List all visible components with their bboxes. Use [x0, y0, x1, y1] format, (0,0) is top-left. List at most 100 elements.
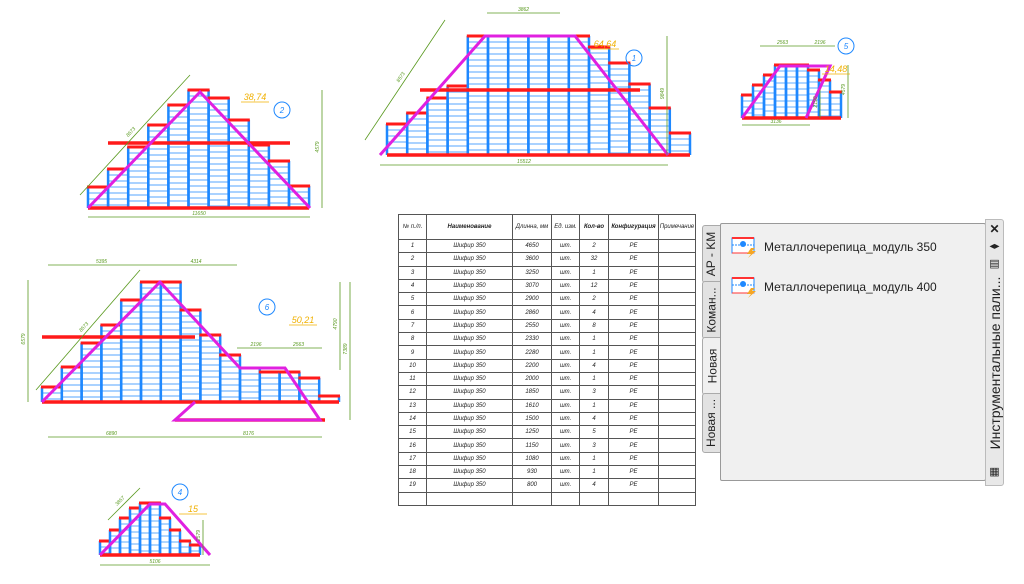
- tab-commands[interactable]: Коман...: [702, 281, 721, 339]
- table-cell: PE: [608, 425, 659, 440]
- dimension-text: 4314: [190, 259, 201, 265]
- table-cell: [658, 425, 696, 440]
- table-cell: Шифир 350: [426, 238, 513, 254]
- table-cell: [658, 332, 696, 347]
- roof-outline: [740, 64, 833, 119]
- close-icon[interactable]: ✕: [989, 222, 1000, 236]
- dimension-line: [35, 269, 141, 391]
- table-cell: PE: [608, 451, 659, 467]
- table-cell: 10: [398, 358, 427, 373]
- table-cell: 5: [398, 292, 427, 307]
- palette-item-module-350[interactable]: Металлочерепица_модуль 350: [731, 236, 937, 258]
- dimension-text: 2563: [292, 342, 304, 348]
- tab-novaya[interactable]: Новая: [702, 337, 721, 395]
- dimension-text: 7389: [343, 343, 349, 354]
- dimension-text: 3862: [518, 7, 529, 13]
- tab-label: AP - KM: [704, 231, 719, 277]
- table-cell: 930: [512, 465, 552, 480]
- table-cell: 2900: [512, 292, 552, 307]
- table-cell: Шифир 350: [426, 278, 513, 294]
- table-cell: 32: [579, 252, 609, 267]
- table-cell: PE: [608, 292, 659, 307]
- sheet-number-circle: [258, 298, 276, 316]
- table-cell: шт.: [551, 358, 580, 373]
- table-cell: Шифир 350: [426, 252, 513, 267]
- table-cell: 4: [579, 411, 609, 427]
- roof-outline: [86, 89, 312, 210]
- table-cell: шт.: [551, 265, 580, 280]
- palette-item-module-400[interactable]: Металлочерепица_модуль 400: [731, 276, 937, 298]
- dimension-text: 15512: [517, 159, 531, 165]
- table-cell: PE: [608, 252, 659, 267]
- table-cell: 2550: [512, 318, 552, 334]
- table-cell: 1: [398, 238, 427, 254]
- table-cell: Шифир 350: [426, 265, 513, 280]
- roof-outline: [378, 34, 670, 156]
- table-cell: 1: [579, 465, 609, 480]
- table-cell: [658, 451, 696, 467]
- table-cell: шт.: [551, 451, 580, 467]
- tab-label: Коман...: [704, 287, 719, 333]
- table-cell: PE: [608, 305, 659, 320]
- table-cell: [658, 438, 696, 453]
- table-cell: 2: [579, 292, 609, 307]
- table-cell: шт.: [551, 318, 580, 334]
- table-cell: PE: [608, 238, 659, 254]
- table-cell: 1: [579, 371, 609, 387]
- column-header: Кол-во: [579, 214, 609, 240]
- tab-ap-km[interactable]: AP - KM: [702, 225, 721, 283]
- sheet-number-circle: [625, 49, 643, 67]
- auto-hide-icon[interactable]: ◂▸: [989, 241, 1000, 252]
- table-cell: шт.: [551, 292, 580, 307]
- table-cell: 4: [579, 358, 609, 373]
- palette-titlebar[interactable]: ✕ ◂▸ ▤ Инструментальные пали... ▦: [985, 219, 1004, 486]
- table-cell: 16: [398, 438, 427, 453]
- table-cell: PE: [608, 465, 659, 480]
- table-cell: 1500: [512, 411, 552, 427]
- palette-menu-icon[interactable]: ▦: [989, 466, 1000, 478]
- table-cell: [658, 345, 696, 360]
- table-cell: [658, 318, 696, 334]
- table-cell: [658, 358, 696, 373]
- column-header: Примечание: [658, 214, 696, 240]
- table-cell: 14: [398, 411, 427, 427]
- table-cell: Шифир 350: [426, 411, 513, 427]
- table-cell: PE: [608, 385, 659, 400]
- table-cell: [658, 371, 696, 387]
- sheet-number: 2: [279, 106, 285, 115]
- dimension-text: 2196: [249, 342, 261, 348]
- table-cell: Шифир 350: [426, 451, 513, 467]
- table-cell: 2: [579, 238, 609, 254]
- dimension-text: 8176: [243, 431, 254, 437]
- sheet-number: 5: [844, 42, 849, 51]
- dimension-text: 3857: [114, 495, 126, 507]
- table-row: [398, 491, 696, 506]
- tool-palette: AP - KM Коман... Новая Новая ... Металло…: [700, 219, 1004, 486]
- table-cell: PE: [608, 398, 659, 413]
- dimension-text: 9849: [660, 88, 666, 99]
- sheet-number-circle: [837, 37, 855, 55]
- tab-novaya-2[interactable]: Новая ...: [702, 393, 721, 453]
- dimension-text: 2579: [196, 530, 202, 542]
- table-cell: 4650: [512, 238, 552, 254]
- roof-block-icon: [731, 276, 758, 298]
- table-cell: 1: [579, 265, 609, 280]
- roof-outline: [40, 279, 323, 422]
- table-cell: [658, 238, 696, 254]
- table-cell: [398, 491, 427, 506]
- table-cell: шт.: [551, 425, 580, 440]
- table-cell: 4: [398, 278, 427, 294]
- properties-icon[interactable]: ▤: [989, 258, 1000, 270]
- table-cell: [658, 278, 696, 294]
- sheet-number-circle: [171, 483, 189, 501]
